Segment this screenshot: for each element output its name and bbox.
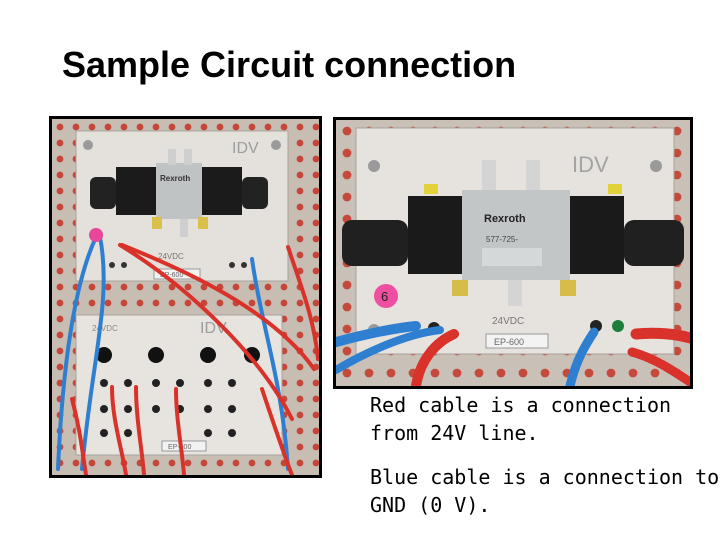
left-voltage-top: 24VDC (158, 252, 184, 261)
right-voltage: 24VDC (492, 316, 524, 327)
caption-blue-line-2: GND (0 V). (370, 493, 491, 517)
right-model: EP-600 (494, 337, 524, 347)
left-panel-brand-top: IDV (232, 140, 259, 157)
right-valve-brand: Rexroth (484, 213, 526, 225)
right-part-number: 577-725- (486, 235, 518, 244)
right-panel-brand: IDV (572, 152, 609, 177)
left-voltage-bottom: 24VDC (92, 324, 118, 333)
left-model-top: EP-600 (160, 272, 183, 279)
left-valve-brand: Rexroth (160, 174, 190, 183)
photo-right-valve: IDV Rexroth 577-725- 6 24VDC EP-600 (333, 117, 693, 389)
caption-blue-line-1: Blue cable is a connection to (370, 465, 720, 489)
photo-right-illustration: IDV Rexroth 577-725- 6 24VDC EP-600 (336, 120, 690, 386)
caption-red-line-1: Red cable is a connection (370, 393, 672, 417)
caption-red-cable: Red cable is a connection from 24V line. (370, 391, 700, 447)
right-marker-label: 6 (381, 289, 388, 304)
caption-blue-cable: Blue cable is a connection to GND (0 V). (370, 463, 720, 519)
photo-left-circuit: IDV Rexroth 24VDC EP-600 24VDC IDV (49, 116, 322, 478)
photo-left-illustration: IDV Rexroth 24VDC EP-600 24VDC IDV (52, 119, 319, 475)
slide-title: Sample Circuit connection (62, 44, 517, 85)
caption-red-line-2: from 24V line. (370, 421, 539, 445)
